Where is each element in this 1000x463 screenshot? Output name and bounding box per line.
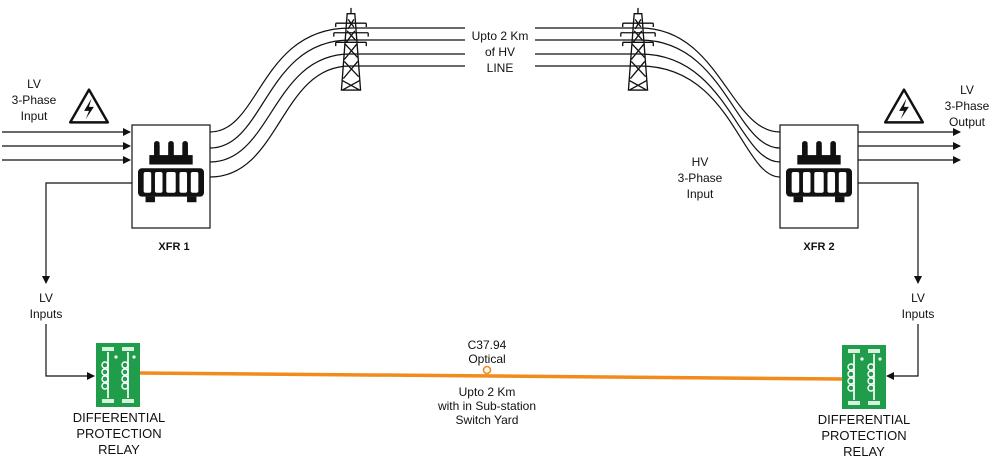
hv-line-label: Upto 2 Km of HV LINE <box>472 29 529 75</box>
optical-link-node <box>482 365 492 375</box>
svg-text:RELAY: RELAY <box>843 444 885 459</box>
optical-link-line <box>139 371 843 381</box>
svg-text:Input: Input <box>687 187 714 201</box>
svg-text:C37.94: C37.94 <box>468 338 507 352</box>
xfr2-label: XFR 2 <box>803 241 834 253</box>
lv-inputs-to-relay2-line <box>886 324 919 380</box>
hv-3phase-input-label: HV 3-Phase Input <box>678 155 723 201</box>
svg-text:LV: LV <box>39 291 53 305</box>
svg-text:LV: LV <box>960 83 974 97</box>
svg-text:DIFFERENTIAL: DIFFERENTIAL <box>818 412 910 427</box>
svg-text:PROTECTION: PROTECTION <box>76 426 161 441</box>
xfr1-to-lv-inputs-line <box>42 182 132 284</box>
svg-text:Optical: Optical <box>468 352 505 366</box>
svg-text:Inputs: Inputs <box>902 307 935 321</box>
svg-text:Upto 2 Km: Upto 2 Km <box>472 29 529 43</box>
link-distance-label: Upto 2 Km with in Sub-station Switch Yar… <box>437 385 536 427</box>
left-lv-inputs-label: LV Inputs <box>30 291 63 321</box>
xfr1-label: XFR 1 <box>158 241 189 253</box>
lv-3phase-output-label: LV 3-Phase Output <box>945 83 990 129</box>
high-voltage-warning-icon <box>68 88 110 124</box>
lv-output-phase-arrows <box>858 128 961 164</box>
high-voltage-warning-icon <box>883 88 925 124</box>
svg-text:Upto 2 Km: Upto 2 Km <box>459 385 516 399</box>
svg-text:3-Phase: 3-Phase <box>678 171 723 185</box>
svg-text:LV: LV <box>911 291 925 305</box>
svg-text:with in Sub-station: with in Sub-station <box>437 399 536 413</box>
svg-text:3-Phase: 3-Phase <box>12 93 57 107</box>
svg-text:of HV: of HV <box>485 45 515 59</box>
svg-text:3-Phase: 3-Phase <box>945 99 990 113</box>
svg-text:Input: Input <box>21 109 48 123</box>
svg-text:PROTECTION: PROTECTION <box>821 428 906 443</box>
transmission-tower-left-icon <box>333 7 369 91</box>
svg-text:LINE: LINE <box>487 61 514 75</box>
relay1-label: DIFFERENTIAL PROTECTION RELAY <box>73 410 165 457</box>
transmission-tower-right-icon <box>620 7 656 91</box>
svg-text:LV: LV <box>27 77 41 91</box>
c3794-optical-label: C37.94 Optical <box>468 338 507 366</box>
right-lv-inputs-label: LV Inputs <box>902 291 935 321</box>
svg-text:DIFFERENTIAL: DIFFERENTIAL <box>73 410 165 425</box>
relay1-icon <box>96 343 140 407</box>
svg-text:Switch Yard: Switch Yard <box>456 413 519 427</box>
relay2-icon <box>842 345 886 409</box>
relay2-label: DIFFERENTIAL PROTECTION RELAY <box>818 412 910 459</box>
svg-text:RELAY: RELAY <box>98 442 140 457</box>
svg-text:HV: HV <box>692 155 709 169</box>
xfr2-to-lv-inputs-line <box>858 182 922 284</box>
svg-text:Output: Output <box>949 115 986 129</box>
lv-3phase-input-label: LV 3-Phase Input <box>12 77 57 123</box>
lv-input-phase-arrows <box>2 128 131 164</box>
lv-inputs-to-relay1-line <box>45 324 95 380</box>
svg-text:Inputs: Inputs <box>30 307 63 321</box>
hv-line-conductors <box>209 27 781 178</box>
